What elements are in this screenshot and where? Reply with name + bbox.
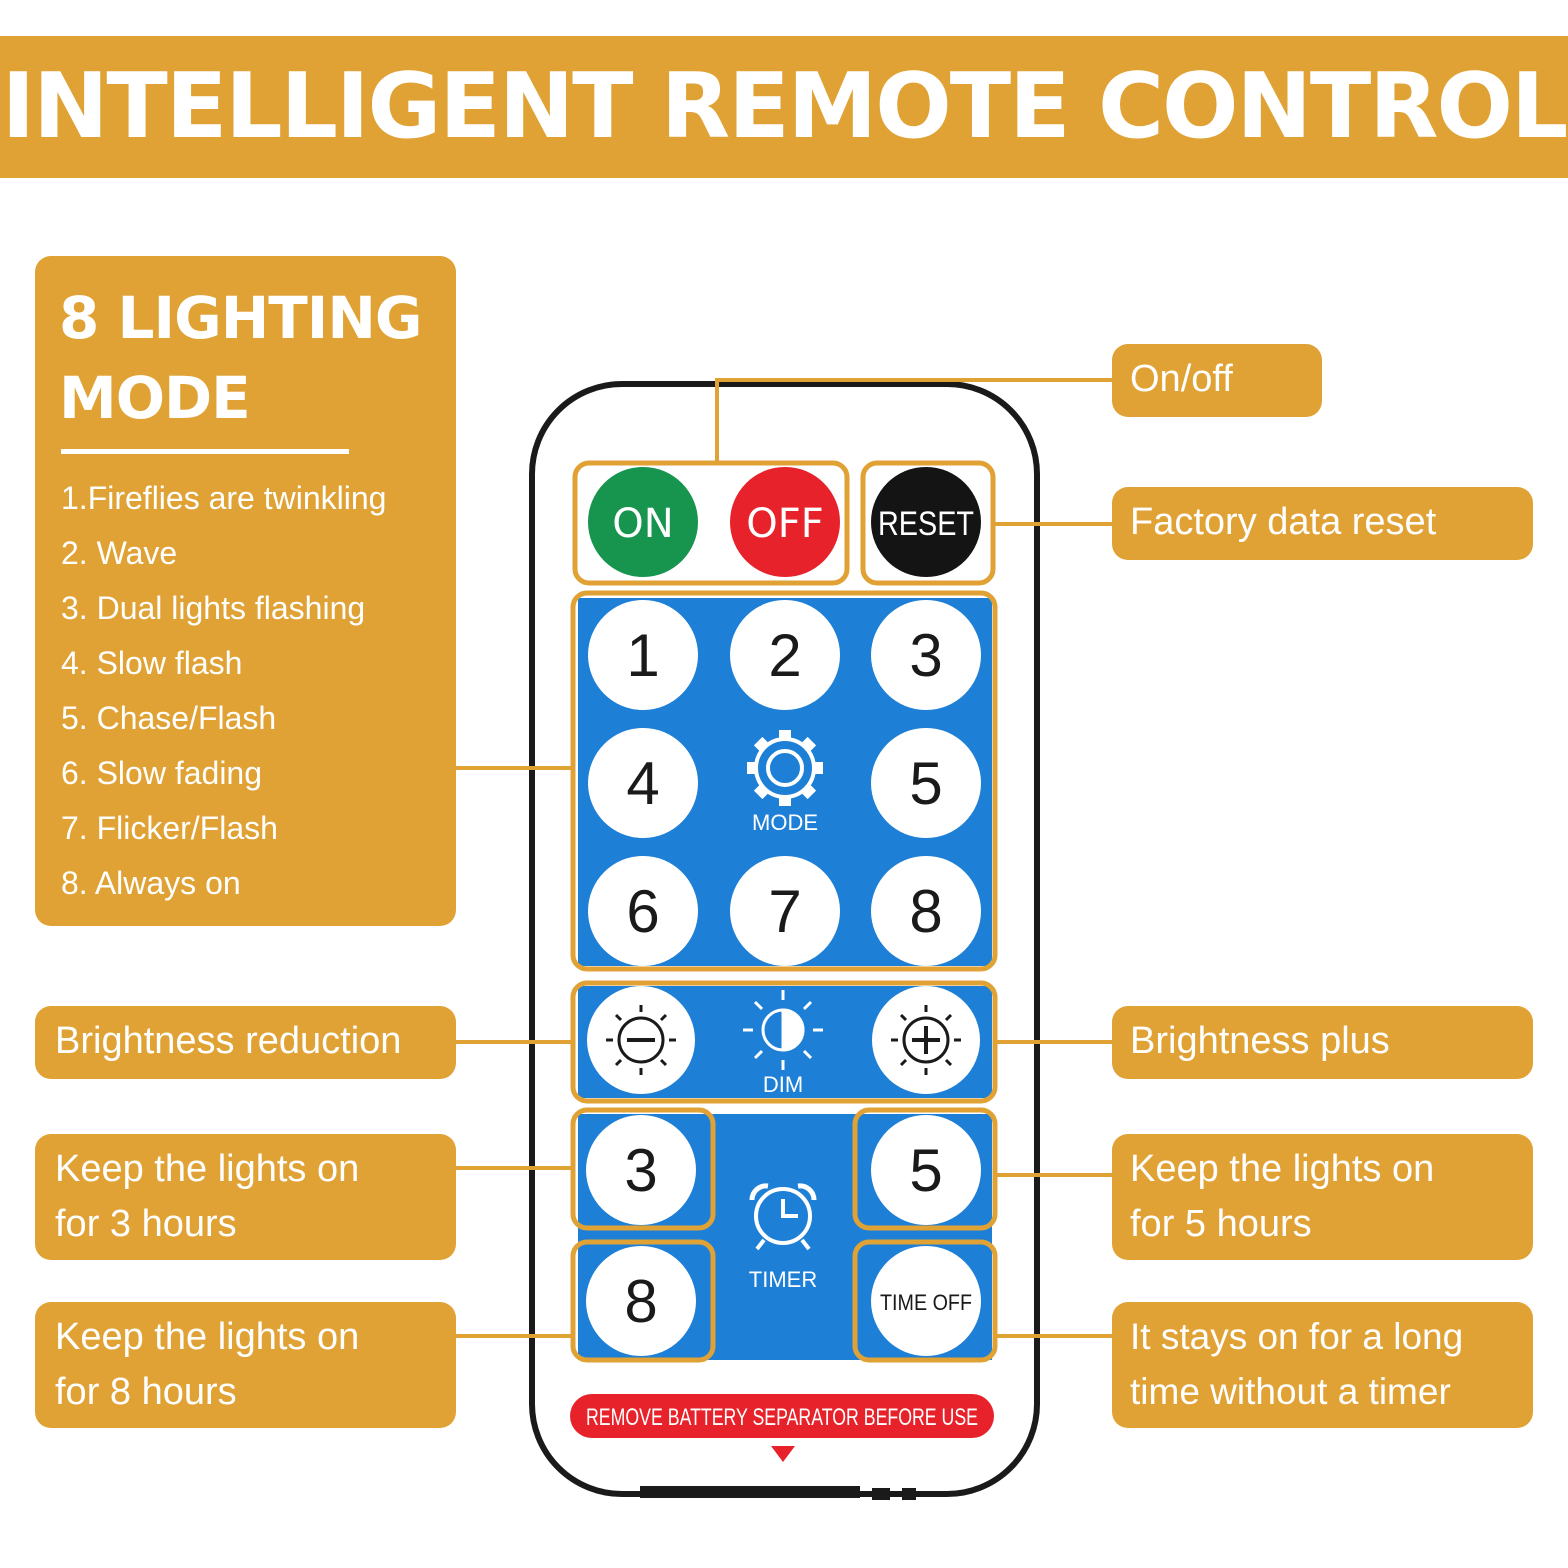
callout-brightness-plus: Brightness plus <box>1112 1006 1533 1079</box>
callout-time-off-line1: It stays on for a long <box>1130 1316 1464 1357</box>
callout-time-off: It stays on for a long time without a ti… <box>1112 1302 1533 1428</box>
reset-button-label: RESET <box>878 505 974 543</box>
down-triangle-icon <box>771 1446 795 1462</box>
lighting-mode-title-line2: MODE <box>59 364 251 432</box>
callout-timer-8h-line2: for 8 hours <box>55 1371 237 1413</box>
timer-3h-button[interactable]: 3 <box>586 1115 696 1225</box>
mode-item: 1.Fireflies are twinkling <box>61 480 387 516</box>
timer-8h-label: 8 <box>624 1268 657 1335</box>
brightness-up-button[interactable] <box>872 986 980 1094</box>
mode-item: 7. Flicker/Flash <box>61 810 278 846</box>
callout-brightness-plus-text: Brightness plus <box>1130 1020 1390 1062</box>
mode-item: 4. Slow flash <box>61 645 243 681</box>
mode-label: MODE <box>752 810 818 835</box>
mode-button-3[interactable]: 3 <box>871 600 981 710</box>
time-off-label: TIME OFF <box>880 1290 972 1315</box>
lighting-mode-title-line1: 8 LIGHTING <box>59 284 423 352</box>
mode-item: 2. Wave <box>61 535 178 571</box>
mode-button-6[interactable]: 6 <box>588 856 698 966</box>
title-banner: INTELLIGENT REMOTE CONTROL <box>0 36 1568 178</box>
timer-8h-button[interactable]: 8 <box>586 1246 696 1356</box>
timer-5h-label: 5 <box>909 1137 942 1204</box>
mode-button-8[interactable]: 8 <box>871 856 981 966</box>
title-divider <box>61 449 349 454</box>
sun-minus-icon <box>606 1005 676 1075</box>
mode-button-5[interactable]: 5 <box>871 728 981 838</box>
reset-button[interactable]: RESET <box>871 467 981 577</box>
timer-3h-label: 3 <box>624 1137 657 1204</box>
gear-icon <box>747 730 823 806</box>
mode-button-2-label: 2 <box>768 622 801 689</box>
callout-brightness-reduction-text: Brightness reduction <box>55 1020 402 1062</box>
battery-warning-strip: REMOVE BATTERY SEPARATOR BEFORE USE <box>570 1394 994 1438</box>
mode-button-1[interactable]: 1 <box>588 600 698 710</box>
callout-timer-3h-line2: for 3 hours <box>55 1203 237 1245</box>
mode-button-7-label: 7 <box>768 878 801 945</box>
callout-timer-5h: Keep the lights on for 5 hours <box>1112 1134 1533 1260</box>
callout-factory-reset: Factory data reset <box>1112 487 1533 560</box>
callout-on-off-text: On/off <box>1130 358 1233 400</box>
mode-item: 5. Chase/Flash <box>61 700 277 736</box>
callout-timer-8h: Keep the lights on for 8 hours <box>35 1302 456 1428</box>
mode-item: 8. Always on <box>61 865 241 901</box>
mode-button-8-label: 8 <box>909 878 942 945</box>
mode-item: 3. Dual lights flashing <box>61 590 366 626</box>
mode-button-6-label: 6 <box>626 878 659 945</box>
lighting-mode-panel: 8 LIGHTING MODE 1.Fireflies are twinklin… <box>35 256 456 926</box>
callout-timer-8h-line1: Keep the lights on <box>55 1316 360 1358</box>
callout-timer-3h-line1: Keep the lights on <box>55 1148 360 1190</box>
lighting-mode-title: 8 LIGHTING MODE <box>59 278 423 438</box>
dim-label: DIM <box>763 1072 803 1097</box>
mode-button-5-label: 5 <box>909 750 942 817</box>
callout-on-off: On/off <box>1112 344 1322 417</box>
callout-factory-reset-text: Factory data reset <box>1130 501 1437 543</box>
callout-timer-5h-line1: Keep the lights on <box>1130 1148 1435 1190</box>
mode-button-4[interactable]: 4 <box>588 728 698 838</box>
mode-button-1-label: 1 <box>626 622 659 689</box>
callout-timer-5h-line2: for 5 hours <box>1130 1203 1312 1245</box>
brightness-down-button[interactable] <box>587 986 695 1094</box>
half-sun-icon <box>743 990 823 1070</box>
on-button[interactable]: ON <box>588 467 698 577</box>
off-button[interactable]: OFF <box>730 467 840 577</box>
callout-time-off-line2: time without a timer <box>1130 1371 1451 1412</box>
page-title: INTELLIGENT REMOTE CONTROL <box>1 54 1568 159</box>
off-button-label: OFF <box>746 501 824 547</box>
on-button-label: ON <box>612 501 673 547</box>
mode-button-4-label: 4 <box>626 750 659 817</box>
battery-warning-text: REMOVE BATTERY SEPARATOR BEFORE USE <box>586 1404 978 1431</box>
timer-5h-button[interactable]: 5 <box>871 1115 981 1225</box>
connector-lines <box>456 378 1112 1338</box>
callout-brightness-reduction: Brightness reduction <box>35 1006 456 1079</box>
sun-plus-icon <box>891 1005 961 1075</box>
mode-button-7[interactable]: 7 <box>730 856 840 966</box>
mode-button-2[interactable]: 2 <box>730 600 840 710</box>
timer-label: TIMER <box>749 1267 817 1292</box>
mode-item: 6. Slow fading <box>61 755 263 791</box>
alarm-clock-icon <box>749 1183 817 1251</box>
callout-timer-3h: Keep the lights on for 3 hours <box>35 1134 456 1260</box>
time-off-button[interactable]: TIME OFF <box>871 1246 981 1356</box>
mode-button-3-label: 3 <box>909 622 942 689</box>
